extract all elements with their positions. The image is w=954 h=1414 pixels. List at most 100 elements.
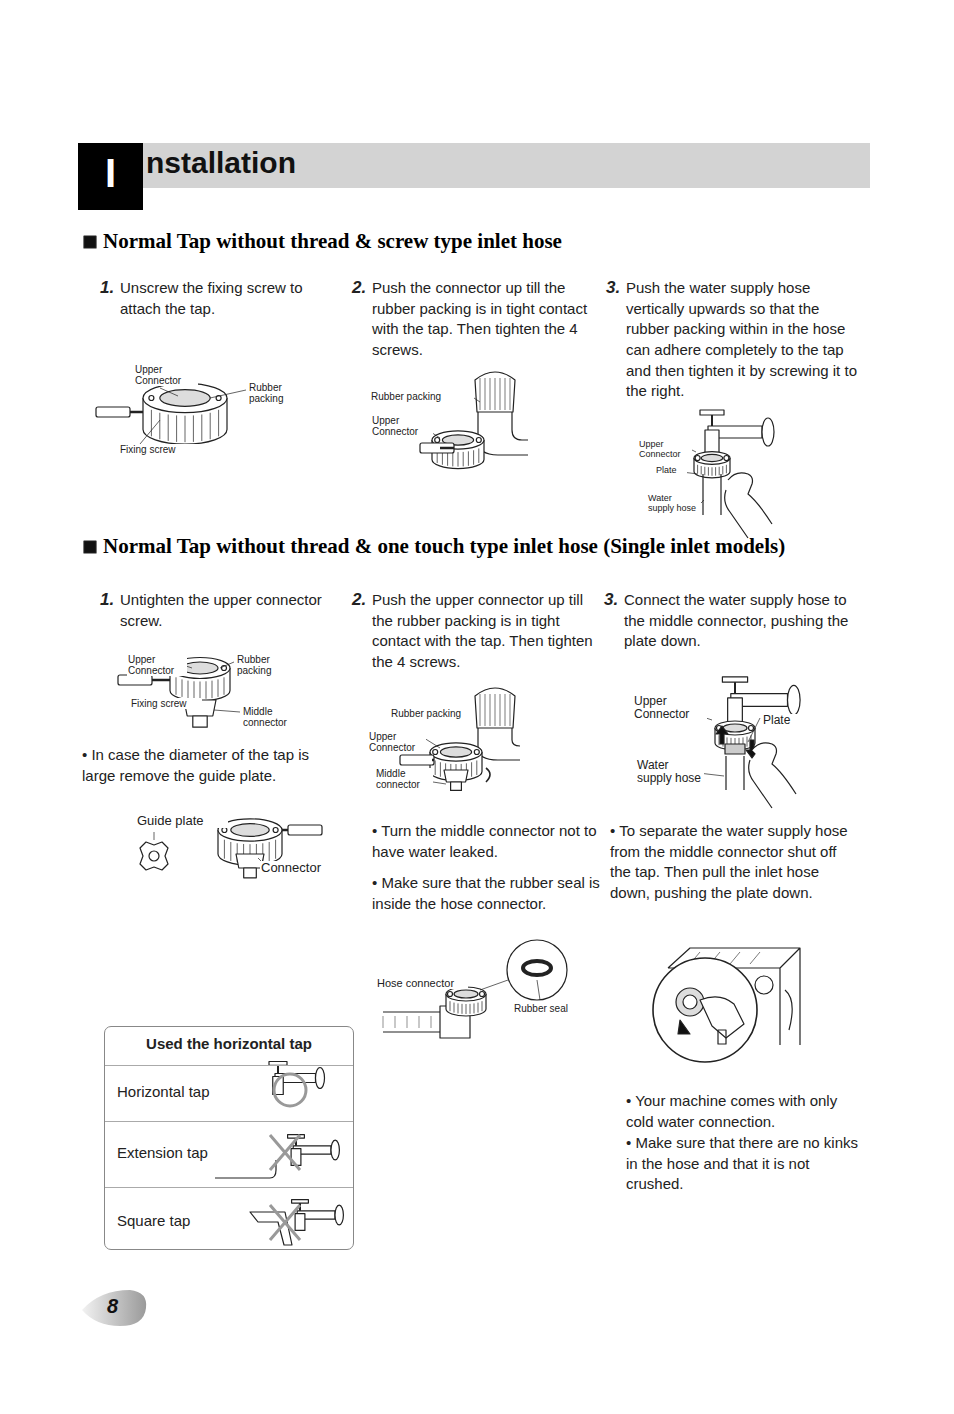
knurl-line: [224, 840, 225, 859]
knurl-line: [505, 694, 506, 726]
callout-label: Upper Connector: [134, 364, 198, 386]
inlet-hose: [383, 1012, 440, 1032]
node-text: I: [78, 143, 143, 204]
knurl-line: [495, 378, 496, 410]
knurl-line: [490, 694, 491, 726]
knurl-line: [224, 677, 225, 695]
knurl-line: [468, 451, 469, 466]
title-initial: I: [78, 143, 143, 210]
knurl-line: [168, 414, 169, 441]
connector-top: [446, 987, 486, 1001]
leader-line: [424, 738, 440, 748]
tap-handle: [722, 677, 747, 682]
screwdriver-shaft: [282, 829, 288, 832]
detail-circle: [653, 958, 757, 1062]
node-text: Extension tap: [117, 1144, 341, 1161]
callout-label: Hose connector: [376, 977, 468, 989]
step-text: • To separate the water supply hose from…: [610, 821, 855, 904]
knurl-line: [726, 465, 727, 474]
table-row: Horizontal tap: [105, 1065, 353, 1121]
step-text: Untighten the upper connector screw.: [120, 590, 335, 631]
knurl-line: [480, 694, 481, 726]
knurl-line: [452, 452, 453, 467]
panel-line: [730, 952, 740, 964]
leader-line: [140, 420, 160, 444]
panel-line: [750, 952, 760, 964]
tap-spout-cap: [475, 372, 515, 412]
callout-label: Rubber packing: [236, 654, 288, 676]
hose-end: [718, 1030, 726, 1044]
water-supply-hose: [703, 474, 721, 515]
callout-label: Connector: [260, 861, 342, 875]
step-text: • In case the diameter of the tap is lar…: [82, 745, 344, 786]
tap-pipe: [478, 412, 528, 455]
knurl-line: [478, 1003, 479, 1013]
step-text: • Make sure that the rubber seal is insi…: [372, 873, 604, 914]
tap-handle: [700, 410, 724, 415]
knurl-line: [466, 1004, 467, 1014]
knurl-line: [193, 415, 194, 442]
screwdriver-shaft: [432, 759, 434, 762]
knurl-line: [176, 677, 177, 695]
middle-connector-neck: [244, 868, 257, 878]
screwdriver-handle: [96, 407, 130, 417]
hose-rib: [431, 1016, 432, 1028]
knurl-line: [478, 448, 479, 463]
title-band: nstallation: [143, 143, 870, 188]
knurl-line: [510, 694, 511, 726]
table-box: Used the horizontal tapHorizontal tapExt…: [104, 1026, 354, 1250]
callout-label: Upper Connector: [368, 731, 426, 753]
knurl-line: [719, 735, 720, 745]
leader-line: [220, 662, 234, 668]
knurl-line: [480, 378, 481, 410]
tap-flange: [316, 1068, 325, 1089]
tap-pipe: [478, 728, 520, 760]
knurl-line: [185, 416, 186, 443]
callout-label: Guide plate: [136, 814, 228, 828]
connector-top: [430, 743, 482, 761]
knurl-line: [485, 378, 486, 410]
knurl-line: [722, 466, 723, 475]
step-number: 3.: [604, 589, 626, 610]
knurl-line: [151, 410, 152, 437]
node-text: Horizontal tap: [117, 1083, 341, 1100]
callout-label: Middle connector: [375, 768, 433, 790]
knurl-line: [747, 737, 748, 747]
hose-rib: [395, 1016, 396, 1028]
inlet-valve: [755, 976, 773, 994]
rubber-seal: [523, 961, 551, 975]
screw-head: [474, 750, 479, 755]
knurl-line: [712, 467, 713, 476]
knurl-line: [230, 842, 231, 861]
leader-line: [474, 398, 480, 402]
screwdriver-handle: [400, 755, 434, 765]
knurl-line: [473, 450, 474, 465]
detail-circle: [507, 940, 567, 1000]
step-number: 2.: [352, 277, 374, 298]
callout-label: Plate: [655, 466, 687, 476]
rubber-packing: [182, 662, 218, 674]
step-text: Push the connector up till the rubber pa…: [372, 278, 604, 361]
knurl-line: [275, 840, 276, 859]
screw-head: [695, 456, 700, 461]
tap-stem: [734, 681, 736, 694]
page-number-badge: [82, 1290, 146, 1326]
step-text: • Your machine comes with only cold wate…: [626, 1091, 866, 1132]
knurl-line: [482, 1001, 483, 1011]
hand: [725, 473, 772, 538]
node-text: Square tap: [117, 1212, 341, 1229]
knurl-line: [505, 378, 506, 410]
hand: [700, 997, 744, 1038]
hose-rib: [407, 1016, 408, 1028]
callout-label: Upper Connector: [371, 415, 433, 437]
tap-flange: [335, 1205, 343, 1225]
no-mark: [270, 1135, 300, 1170]
step-number: 1.: [100, 589, 122, 610]
middle-connector: [676, 988, 704, 1016]
screw-head: [749, 726, 754, 731]
knurl-line: [510, 378, 511, 410]
knurl-line: [495, 694, 496, 726]
callout-label: Rubber seal: [513, 1003, 585, 1014]
knurl-line: [159, 413, 160, 440]
